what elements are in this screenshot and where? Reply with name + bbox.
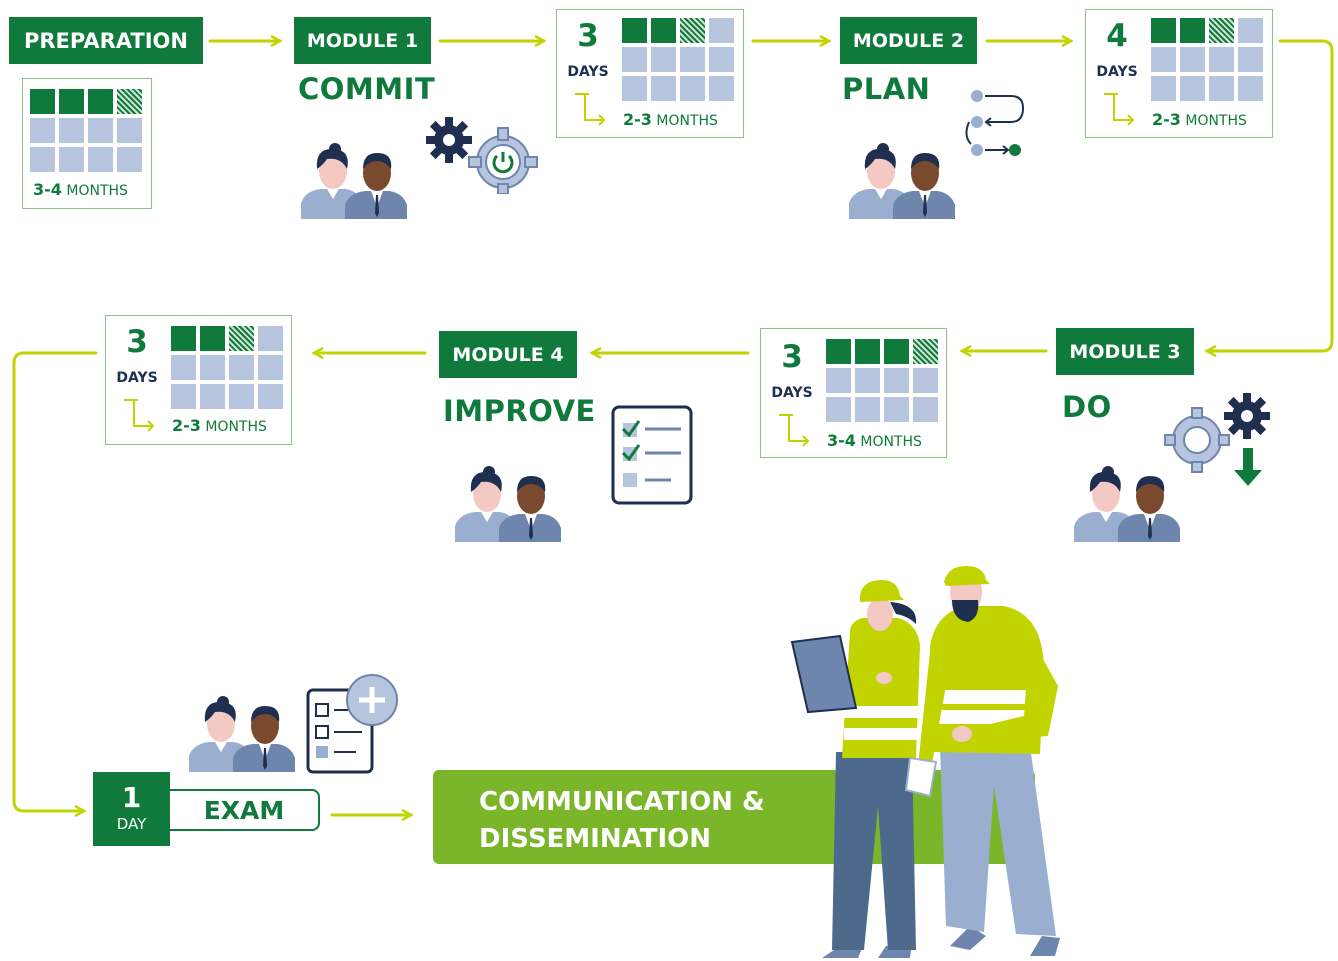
module1-duration: 2-3 MONTHS (623, 110, 718, 129)
gears-icon (426, 117, 538, 194)
gears-down-icon (1164, 393, 1270, 486)
exam-days-number: 1 (121, 781, 142, 814)
people-icon (301, 143, 407, 219)
module4-calendar: 3 DAYS 2-3 MONTHS (105, 315, 292, 445)
preparation-duration: 3-4 MONTHS (33, 180, 128, 199)
exam-days-box: 1 DAY (93, 772, 170, 846)
module1-title: COMMIT (298, 72, 436, 106)
add-checklist-icon (306, 674, 398, 774)
people-icon (849, 143, 955, 219)
people-icon (189, 696, 295, 772)
communication-label: COMMUNICATION & DISSEMINATION (479, 787, 765, 854)
workflow-icon (965, 90, 1025, 156)
module2-calendar: 4 DAYS 2-3 MONTHS (1085, 9, 1273, 138)
workers-illustration (790, 566, 1060, 958)
communication-banner: COMMUNICATION & DISSEMINATION (433, 770, 1035, 864)
module1-label: MODULE 1 (294, 17, 431, 64)
exam-days-unit: DAY (116, 815, 147, 833)
arrow-cal-to-exam (12, 351, 98, 811)
checklist-icon (611, 405, 693, 505)
module3-calendar: 3 DAYS 3-4 MONTHS (760, 328, 947, 458)
exam-label: EXAM (170, 789, 320, 831)
module3-label: MODULE 3 (1056, 328, 1194, 375)
module4-title: IMPROVE (443, 394, 596, 428)
module4-label: MODULE 4 (439, 331, 577, 378)
preparation-calendar: 3-4 MONTHS (22, 78, 152, 209)
module2-duration: 2-3 MONTHS (1152, 110, 1247, 129)
module2-title: PLAN (842, 72, 931, 106)
people-icon (455, 466, 561, 542)
module1-calendar: 3 DAYS 2-3 MONTHS (556, 9, 744, 138)
arrow-cal-to-m3 (1207, 39, 1334, 351)
module4-duration: 2-3 MONTHS (172, 416, 267, 435)
module3-title: DO (1062, 390, 1112, 424)
module3-duration: 3-4 MONTHS (827, 431, 922, 450)
preparation-label: PREPARATION (9, 17, 203, 64)
people-icon (1074, 466, 1180, 542)
module2-label: MODULE 2 (840, 17, 977, 64)
